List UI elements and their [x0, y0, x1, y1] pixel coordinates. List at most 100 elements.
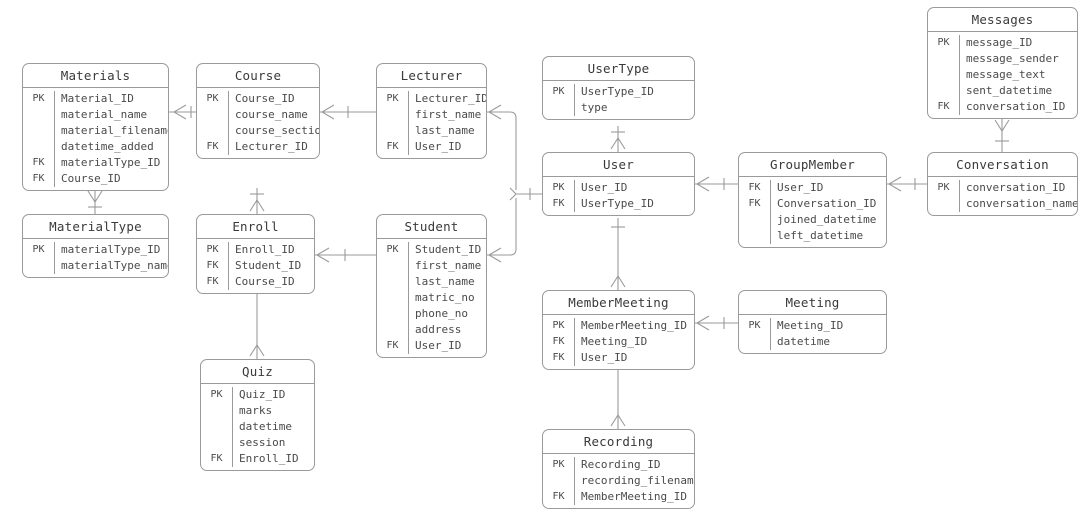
attribute-key-badge: FK — [201, 451, 233, 467]
attribute-key-badge — [23, 258, 55, 274]
attribute-name: matric_no — [415, 291, 475, 304]
crowfoot-groupmember-conversation — [887, 176, 902, 192]
attribute-row: course_name — [197, 107, 319, 123]
attribute-name: marks — [239, 404, 273, 417]
attribute-name: Enroll_ID — [239, 452, 299, 465]
attribute-row: PK Material_ID — [23, 91, 168, 107]
attribute-row: FK Student_ID — [197, 258, 314, 274]
attribute-key-badge — [928, 196, 960, 212]
attribute-name: message_text — [966, 68, 1046, 81]
attribute-name: User_ID — [415, 140, 462, 153]
attribute-row: matric_no — [377, 290, 486, 306]
attribute-key-badge: PK — [928, 180, 960, 196]
attr-pad-bottom — [201, 467, 314, 470]
attribute-name: Student_ID — [415, 243, 482, 256]
attribute-key-badge: FK — [543, 334, 575, 350]
attribute-name: first_name — [415, 108, 482, 121]
attribute-name: phone_no — [415, 307, 468, 320]
attr-pad-bottom — [928, 212, 1077, 215]
entity-title-groupmember: GroupMember — [739, 153, 886, 177]
attribute-name: datetime — [239, 420, 292, 433]
attr-pad-bottom — [739, 350, 886, 353]
attribute-key-badge — [377, 290, 409, 306]
attr-pad-bottom — [23, 274, 168, 277]
attribute-key-badge: PK — [739, 318, 771, 334]
attribute-key-badge: FK — [23, 171, 55, 187]
attribute-key-badge: FK — [543, 196, 575, 212]
attribute-name: conversation_name — [966, 197, 1077, 210]
attr-pad-bottom — [197, 290, 314, 293]
attribute-name: datetime — [777, 335, 830, 348]
attribute-name: material_name — [61, 108, 148, 121]
attribute-key-badge: PK — [23, 242, 55, 258]
attribute-name: User_ID — [415, 339, 462, 352]
attribute-key-badge: PK — [23, 91, 55, 107]
attribute-name: conversation_ID — [966, 100, 1066, 113]
attribute-key-badge: PK — [543, 318, 575, 334]
attribute-row: joined_datetime — [739, 212, 886, 228]
attribute-name: User_ID — [777, 181, 824, 194]
attribute-name: last_name — [415, 124, 475, 137]
attribute-key-badge: PK — [543, 457, 575, 473]
entity-title-recording: Recording — [543, 430, 694, 454]
attribute-key-badge — [928, 83, 960, 99]
attribute-key-badge — [739, 212, 771, 228]
attribute-name: Course_ID — [61, 172, 121, 185]
attribute-key-badge — [377, 123, 409, 139]
attribute-name: Student_ID — [235, 259, 302, 272]
attribute-row: PK Student_ID — [377, 242, 486, 258]
attribute-key-badge: PK — [928, 35, 960, 51]
attr-pad-bottom — [23, 187, 168, 190]
attr-pad-bottom — [543, 366, 694, 369]
attribute-row: datetime — [201, 419, 314, 435]
entity-title-conversation: Conversation — [928, 153, 1077, 177]
attribute-key-badge: FK — [197, 258, 229, 274]
crowfoot-enroll-course — [249, 198, 265, 212]
attr-pad-bottom — [197, 155, 319, 158]
attribute-key-badge: FK — [377, 338, 409, 354]
attribute-key-badge: FK — [739, 196, 771, 212]
entity-title-usertype: UserType — [543, 57, 694, 81]
attribute-key-badge: FK — [543, 350, 575, 366]
attribute-name: session — [239, 436, 286, 449]
attribute-key-badge — [377, 322, 409, 338]
attribute-key-badge — [201, 403, 233, 419]
attribute-row: recording_filename — [543, 473, 694, 489]
attribute-name: User_ID — [581, 351, 628, 364]
attribute-name: Material_ID — [61, 92, 134, 105]
attribute-key-badge: FK — [543, 489, 575, 505]
attribute-key-badge: PK — [377, 242, 409, 258]
entity-title-membermeeting: MemberMeeting — [543, 291, 694, 315]
attribute-name: materialType_name — [61, 259, 168, 272]
attr-pad-bottom — [543, 116, 694, 119]
attr-pad-bottom — [377, 155, 486, 158]
